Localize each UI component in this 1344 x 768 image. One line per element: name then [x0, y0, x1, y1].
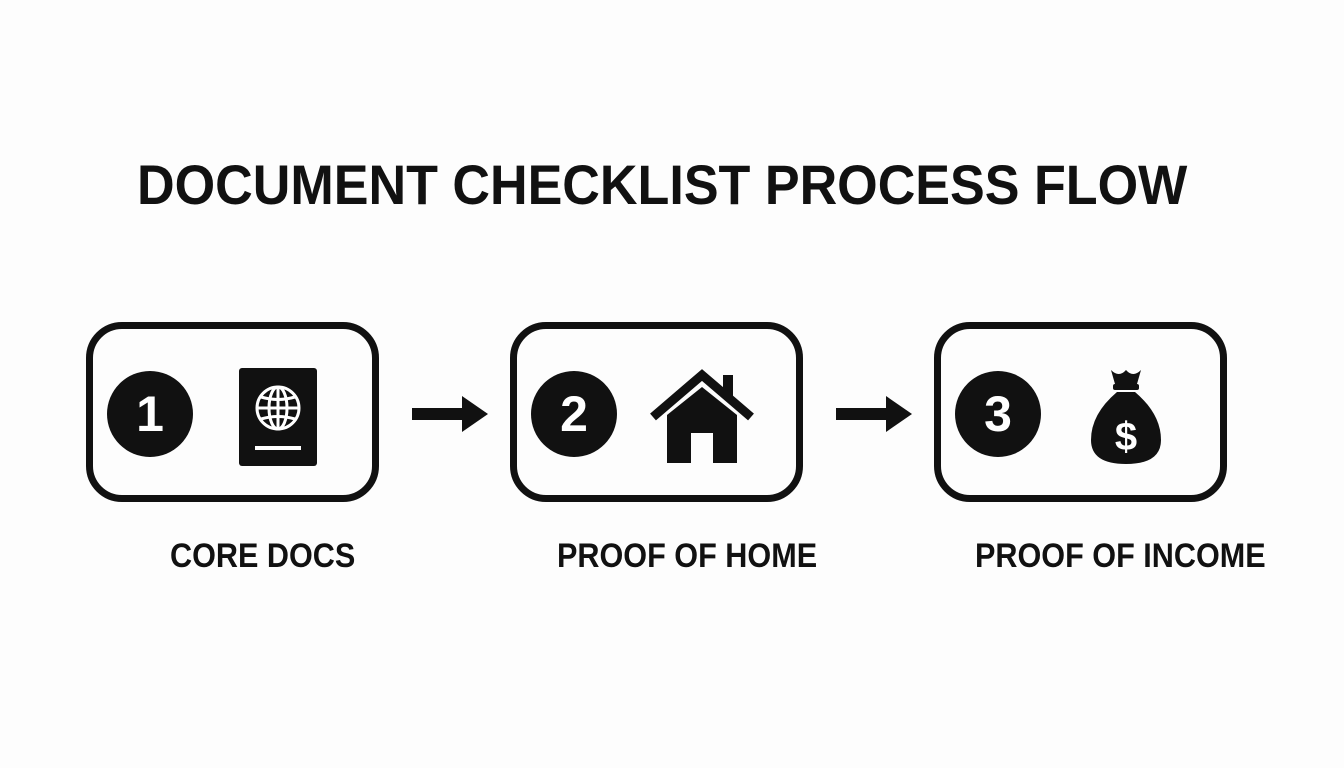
- passport-icon: [239, 368, 317, 466]
- step-box-proof-of-home: 2: [510, 322, 803, 502]
- step-number-badge: 1: [107, 371, 193, 457]
- step-number-badge: 2: [531, 371, 617, 457]
- money-bag-icon: $: [1091, 370, 1161, 464]
- step-label: PROOF OF INCOME: [975, 537, 1266, 575]
- house-icon: [650, 369, 754, 463]
- arrow-right-icon: [412, 396, 488, 432]
- step-label: CORE DOCS: [170, 537, 356, 575]
- svg-text:$: $: [1115, 415, 1137, 459]
- diagram-title: DOCUMENT CHECKLIST PROCESS FLOW: [137, 153, 1188, 216]
- step-box-proof-of-income: 3 $: [934, 322, 1227, 502]
- step-label: PROOF OF HOME: [557, 537, 818, 575]
- step-box-core-docs: 1: [86, 322, 379, 502]
- step-number-badge: 3: [955, 371, 1041, 457]
- arrow-right-icon: [836, 396, 912, 432]
